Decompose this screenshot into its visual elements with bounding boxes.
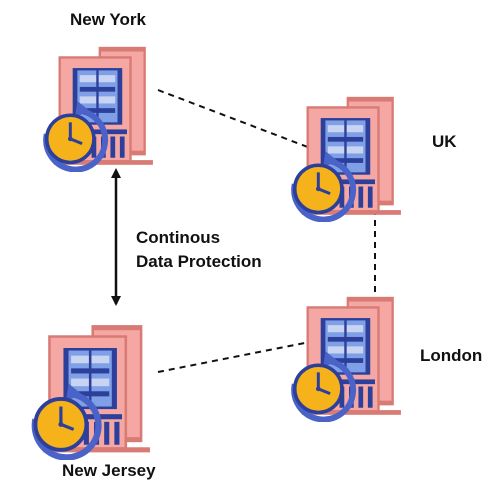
- site-label-new-jersey: New Jersey: [62, 461, 156, 480]
- cdp-label-line1: Continous: [136, 228, 221, 247]
- cdp-label-line2: Data Protection: [136, 252, 262, 271]
- site-london: [294, 297, 401, 420]
- site-new-york: [46, 47, 153, 170]
- site-label-london: London: [420, 346, 483, 365]
- site-new-jersey: [35, 325, 150, 457]
- link-newyork-uk: [157, 89, 328, 156]
- site-label-new-york: New York: [70, 10, 146, 29]
- cdp-label: Continous Data Protection: [136, 226, 262, 274]
- site-uk: [294, 97, 401, 220]
- site-label-uk: UK: [432, 132, 457, 151]
